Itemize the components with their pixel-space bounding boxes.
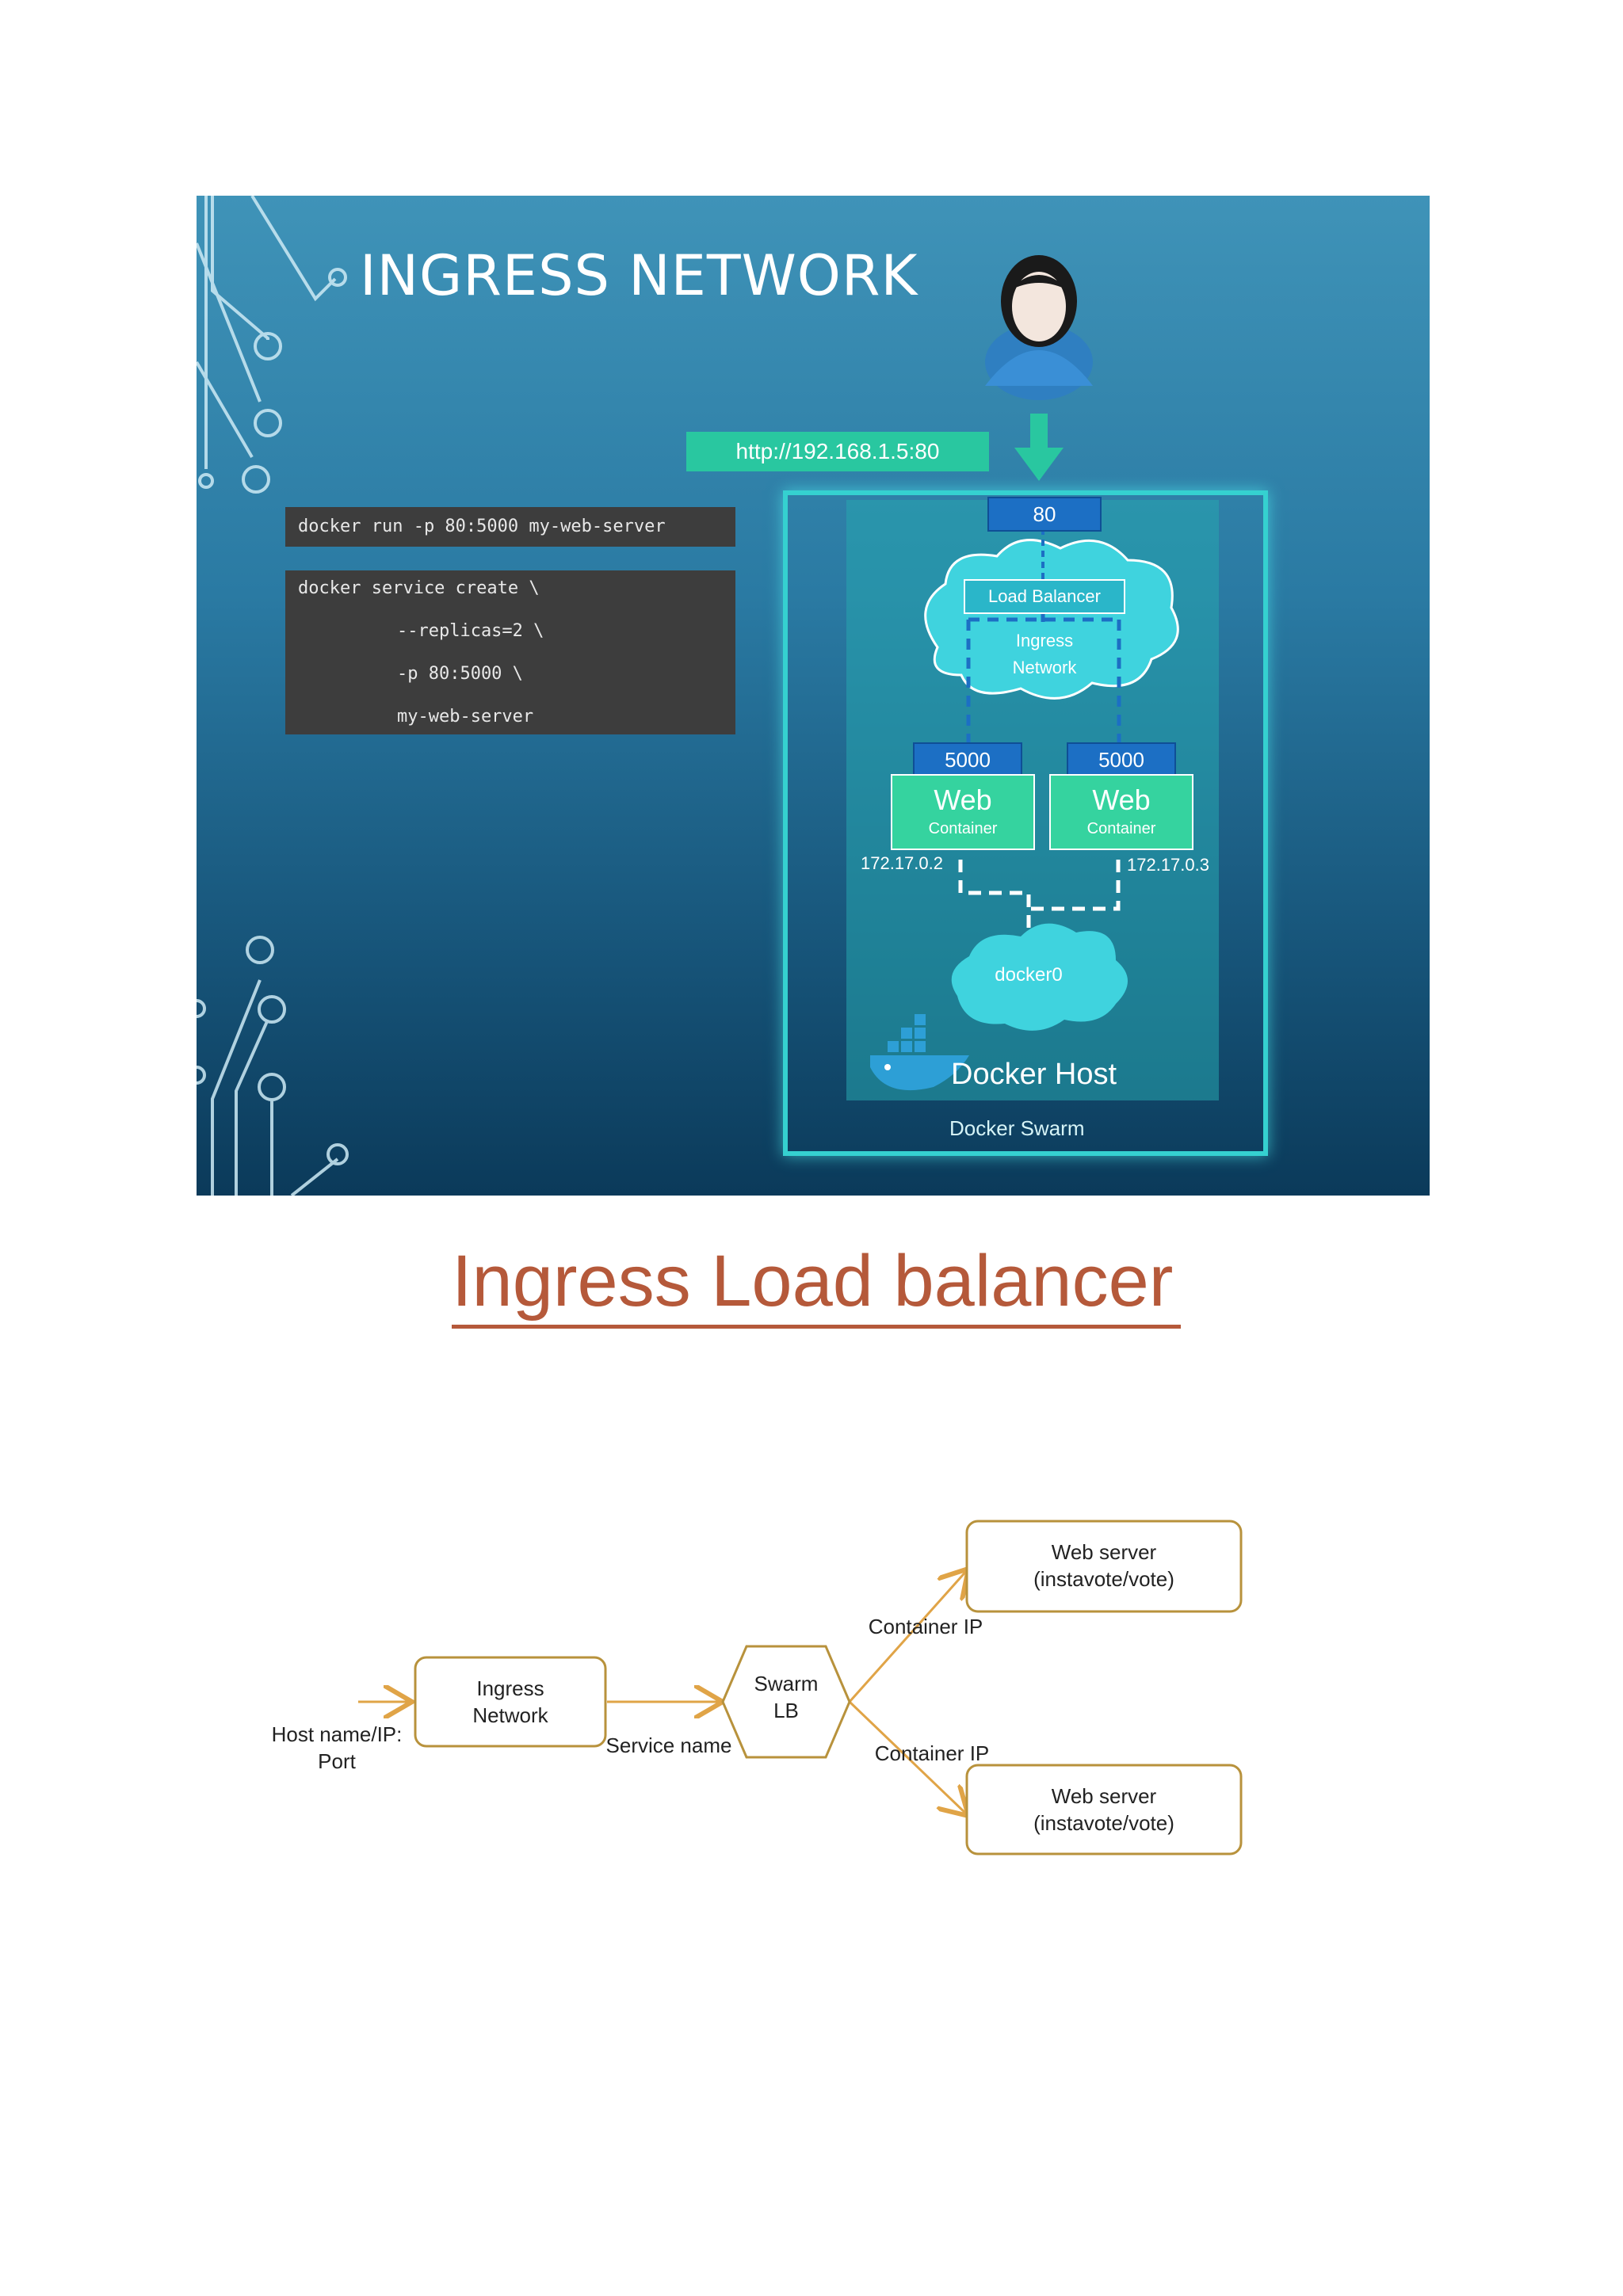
- web-server-line: (instavote/vote): [1033, 1567, 1174, 1591]
- web-container-title: Web: [934, 784, 992, 816]
- docker0-cloud-icon: [951, 923, 1128, 1031]
- swarm-lb-node: [721, 1645, 851, 1759]
- ingress-node-line: Ingress: [476, 1676, 544, 1700]
- web-server-line: Web server: [1051, 1784, 1157, 1808]
- arrow-down-icon: [1014, 414, 1064, 481]
- ingress-node-label: Ingress Network: [415, 1675, 605, 1729]
- ingress-network-line: Ingress: [1015, 631, 1074, 650]
- docker-swarm-label: Docker Swarm: [949, 1116, 1085, 1140]
- circuit-decoration: [197, 196, 1093, 1196]
- web-container-1: Web Container: [891, 774, 1035, 850]
- container-ip-label-bottom: Container IP: [874, 1741, 990, 1765]
- host-ip-label: Host name/IP: Port: [262, 1721, 412, 1775]
- ingress-network-slide: INGRESS NETWORK docker run -p 80:5000 my…: [197, 196, 1430, 1196]
- docker-service-command: docker service create \ --replicas=2 \ -…: [285, 570, 735, 734]
- web-container-2: Web Container: [1049, 774, 1193, 850]
- swarm-lb-line: LB: [773, 1699, 799, 1722]
- ingress-network-label: Ingress Network: [981, 627, 1108, 681]
- web-server-label-bottom: Web server (instavote/vote): [967, 1783, 1241, 1836]
- command-line: docker service create \: [298, 578, 540, 598]
- heading-underline: [452, 1325, 1181, 1329]
- ingress-network-line: Network: [1012, 658, 1077, 677]
- command-line: -p 80:5000 \: [355, 664, 523, 684]
- url-label: http://192.168.1.5:80: [686, 432, 989, 471]
- user-icon: [985, 255, 1093, 400]
- slide-title: INGRESS NETWORK: [360, 243, 918, 308]
- web-container-sub: Container: [1086, 820, 1156, 837]
- web-server-line: (instavote/vote): [1033, 1811, 1174, 1835]
- docker-run-command: docker run -p 80:5000 my-web-server: [285, 507, 735, 547]
- docker-host-label: Docker Host: [951, 1058, 1117, 1091]
- docker-run-text: docker run -p 80:5000 my-web-server: [298, 517, 666, 536]
- flow-diagram: [358, 1520, 1243, 1855]
- container-port-1: 5000: [913, 742, 1022, 777]
- container-ip-2: 172.17.0.3: [1127, 855, 1209, 875]
- host-port-80: 80: [987, 497, 1102, 532]
- container-ip-1: 172.17.0.2: [861, 853, 943, 873]
- web-server-label-top: Web server (instavote/vote): [967, 1539, 1241, 1592]
- web-server-node-top: [965, 1520, 1243, 1613]
- container-arrow-bottom: [848, 1700, 968, 1816]
- service-name-label: Service name: [605, 1733, 732, 1757]
- container-arrow-top: [848, 1569, 968, 1703]
- command-line: my-web-server: [355, 707, 534, 727]
- docker0-label: docker0: [995, 964, 1063, 986]
- web-container-sub: Container: [928, 820, 998, 837]
- web-server-node-bottom: [965, 1764, 1243, 1855]
- swarm-lb-line: Swarm: [754, 1672, 819, 1695]
- host-ip-line: Host name/IP:: [271, 1722, 403, 1746]
- container-port-2: 5000: [1067, 742, 1176, 777]
- host-ip-line: Port: [318, 1749, 356, 1773]
- container-ip-label-top: Container IP: [868, 1615, 983, 1638]
- web-server-line: Web server: [1051, 1540, 1157, 1564]
- docker-whale-icon: [870, 1014, 969, 1091]
- docker-swarm-frame: [783, 490, 1268, 1156]
- ingress-lb-heading: Ingress Load balancer: [452, 1241, 1174, 1322]
- swarm-lb-label: Swarm LB: [723, 1670, 850, 1724]
- ingress-node-line: Network: [472, 1703, 548, 1727]
- host-diagram-graphics: [870, 528, 1179, 1091]
- load-balancer-label: Load Balancer: [964, 579, 1125, 614]
- ingress-network-node: [414, 1656, 607, 1748]
- web-container-title: Web: [1092, 784, 1151, 816]
- command-line: --replicas=2 \: [355, 621, 544, 641]
